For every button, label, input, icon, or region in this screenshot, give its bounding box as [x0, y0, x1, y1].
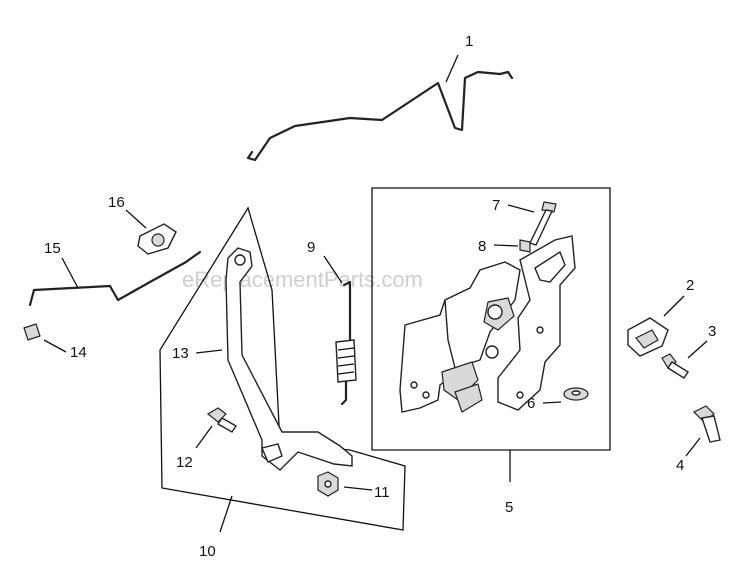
leader-9	[323, 255, 343, 284]
group-outline-10	[159, 206, 406, 531]
callout-7: 7	[492, 197, 500, 214]
leader-12	[195, 425, 213, 449]
callout-13: 13	[172, 345, 189, 362]
leader-10	[219, 495, 233, 533]
group-box-5	[371, 187, 611, 451]
leader-13	[195, 349, 223, 354]
leader-8	[493, 244, 519, 247]
part-5-bracket-assembly[interactable]	[399, 235, 576, 413]
part-11-nut[interactable]	[317, 471, 339, 497]
part-4-bolt[interactable]	[692, 405, 721, 443]
part-3-screw[interactable]	[661, 353, 689, 379]
part-14-knob[interactable]	[23, 323, 41, 341]
callout-3: 3	[708, 323, 716, 340]
part-13-lever[interactable]	[225, 247, 353, 471]
callout-1: 1	[465, 33, 473, 50]
part-1-rod[interactable]	[246, 70, 514, 162]
callout-12: 12	[176, 454, 193, 471]
callout-11: 11	[374, 484, 390, 501]
part-8-nut[interactable]	[519, 239, 531, 253]
leader-14	[43, 339, 67, 353]
callout-15: 15	[44, 240, 61, 257]
leader-7	[507, 204, 535, 213]
part-7-bolt[interactable]	[529, 201, 557, 246]
callout-5: 5	[505, 499, 513, 516]
leader-1	[445, 54, 459, 83]
callout-8: 8	[478, 238, 486, 255]
watermark-text: eReplacementParts.com	[182, 267, 423, 292]
part-16-clip[interactable]	[137, 223, 177, 255]
leader-4	[685, 437, 701, 457]
callout-14: 14	[70, 344, 87, 361]
part-2-clip[interactable]	[627, 317, 669, 357]
callout-9: 9	[307, 239, 315, 256]
callout-6: 6	[527, 395, 535, 412]
callout-2: 2	[686, 277, 694, 294]
leader-6	[542, 401, 562, 404]
callout-10: 10	[199, 543, 216, 560]
leader-16	[125, 209, 147, 229]
callout-16: 16	[108, 194, 125, 211]
leader-2	[663, 295, 685, 317]
part-12-bolt[interactable]	[206, 407, 237, 433]
leader-3	[687, 340, 708, 359]
callout-4: 4	[676, 457, 684, 474]
part-15-link[interactable]	[28, 250, 202, 307]
leader-11	[343, 486, 373, 491]
part-9-spring[interactable]	[335, 280, 357, 406]
part-6-washer[interactable]	[563, 387, 589, 401]
leader-15	[61, 257, 79, 289]
